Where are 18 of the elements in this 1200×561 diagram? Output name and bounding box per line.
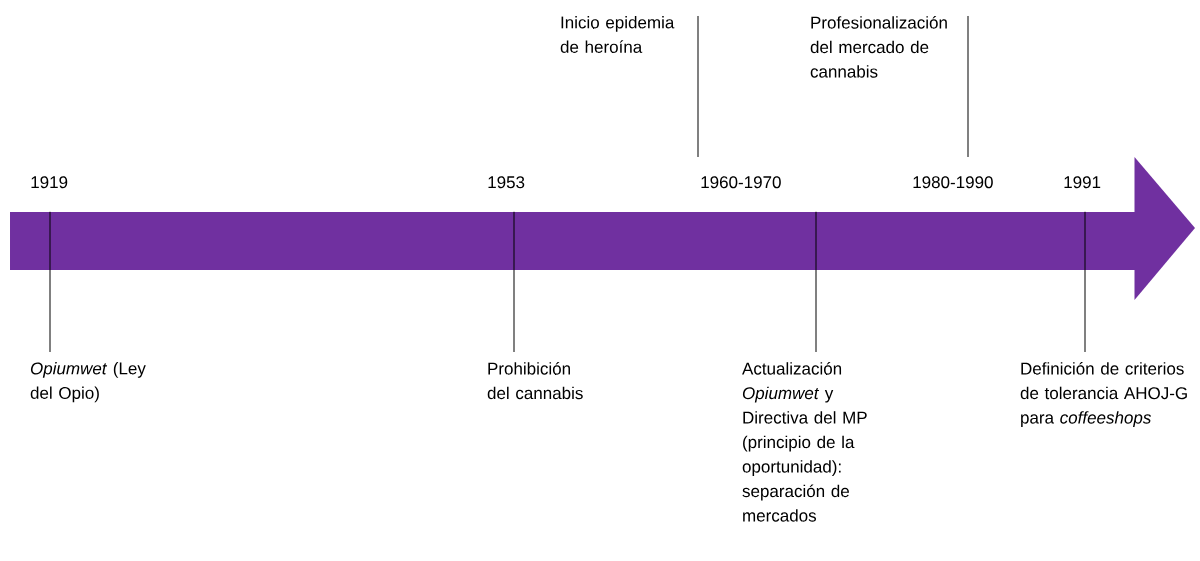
timeline-arrow <box>10 157 1195 300</box>
leader-line <box>49 211 51 353</box>
year-label: 1991 <box>1064 176 1101 189</box>
event-text: Prohibición del cannabis <box>487 362 583 400</box>
leader-line <box>967 15 969 158</box>
year-label: 1980-1990 <box>913 176 993 189</box>
year-label: 1953 <box>488 176 525 189</box>
year-label: 1919 <box>31 176 68 189</box>
event-text: Actualización Opiumwet y Directiva del MP (principio de la oportunidad): separación de mercados <box>742 362 867 522</box>
year-label: 1960-1970 <box>701 176 781 189</box>
leader-line <box>697 15 699 158</box>
leader-line <box>815 211 817 353</box>
event-text: Definición de criterios de tolerancia AHOJ-G para coffeeshops <box>1020 362 1187 428</box>
event-text: Profesionalización del mercado de cannabis <box>810 16 947 78</box>
leader-line <box>1084 211 1086 353</box>
event-text: Inicio epidemia de heroína <box>560 16 675 53</box>
leader-line <box>513 211 515 353</box>
event-text: Opiumwet (Ley del Opio) <box>30 362 146 403</box>
